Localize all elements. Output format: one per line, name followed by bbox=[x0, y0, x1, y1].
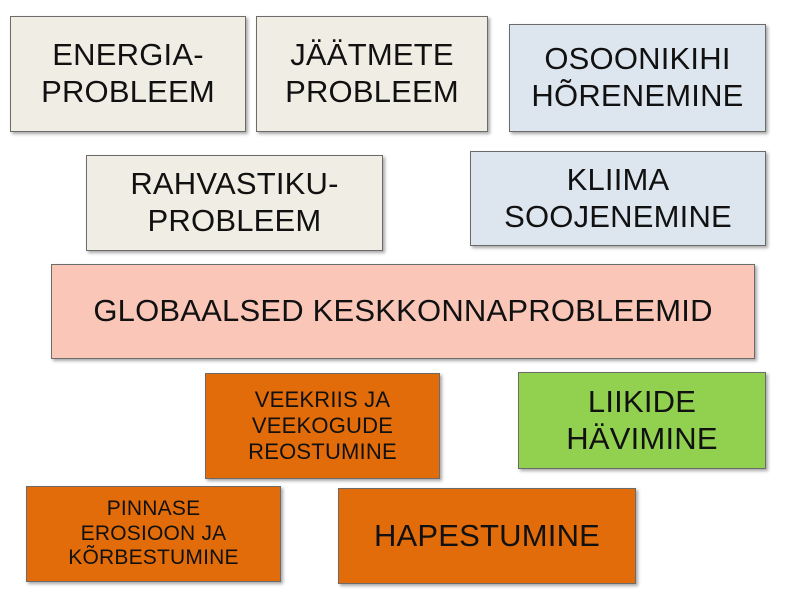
globaalsed-keskkonnaprobleemid-box: GLOBAALSED KESKKONNAPROBLEEMID bbox=[51, 264, 755, 359]
hapestumine-box: HAPESTUMINE bbox=[338, 488, 636, 584]
liikide-havimine-box: LIIKIDE HÄVIMINE bbox=[518, 372, 766, 469]
energia-probleem-box: ENERGIA- PROBLEEM bbox=[10, 16, 246, 132]
pinnase-erosioon-box: PINNASE EROSIOON JA KÕRBESTUMINE bbox=[26, 486, 281, 582]
veekriis-box: VEEKRIIS JA VEEKOGUDE REOSTUMINE bbox=[205, 373, 440, 479]
kliima-soojenemine-box: KLIIMA SOOJENEMINE bbox=[470, 151, 766, 246]
jaatmete-probleem-box: JÄÄTMETE PROBLEEM bbox=[256, 16, 488, 132]
osoonikihi-horenemine-box: OSOONIKIHI HÕRENEMINE bbox=[509, 24, 766, 132]
rahvastiku-probleem-box: RAHVASTIKU- PROBLEEM bbox=[86, 155, 383, 251]
